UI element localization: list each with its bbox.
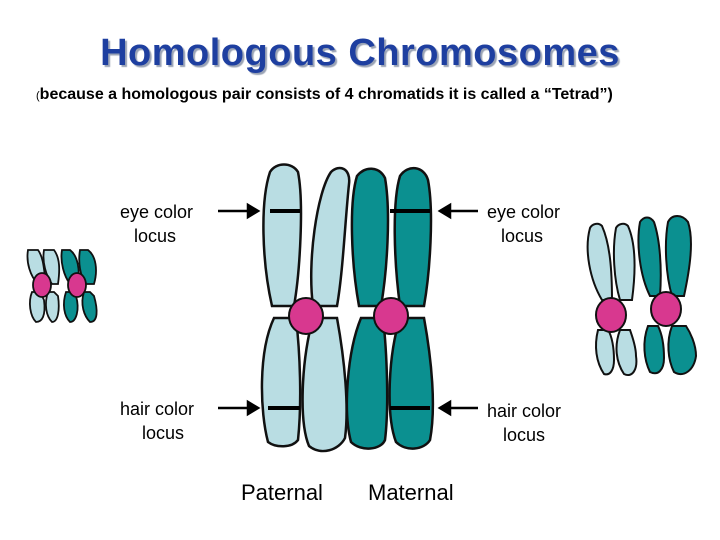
small-tetrad-left: [26, 249, 98, 323]
paternal-chromosome-large: [260, 163, 351, 453]
hair-color-locus-label-right: hair color locus: [487, 399, 561, 447]
locus-arrows: [218, 202, 478, 417]
hair-right-line2: locus: [503, 425, 546, 445]
eye-left-line2: locus: [134, 226, 177, 246]
eye-color-locus-label-left: eye color locus: [120, 200, 193, 248]
eye-left-line1: eye color: [120, 202, 194, 222]
hair-left-line2: locus: [142, 423, 185, 443]
medium-tetrad-right: [586, 215, 698, 376]
subtitle-open-paren: (: [36, 90, 40, 102]
hair-color-locus-label-left: hair color locus: [120, 397, 194, 445]
maternal-chromosome-large: [345, 167, 435, 450]
centromeres-large: [288, 297, 409, 335]
paternal-caption: Paternal: [241, 480, 323, 505]
eye-color-locus-label-right: eye color locus: [487, 200, 560, 248]
maternal-caption: Maternal: [368, 480, 454, 505]
page-title: Homologous Chromosomes: [100, 32, 620, 74]
subtitle: (because a homologous pair consists of 4…: [36, 86, 706, 104]
hair-left-line1: hair color: [120, 399, 195, 419]
eye-right-line1: eye color: [487, 202, 561, 222]
subtitle-text: because a homologous pair consists of 4 …: [39, 86, 613, 103]
eye-right-line2: locus: [501, 226, 544, 246]
hair-right-line1: hair color: [487, 401, 562, 421]
